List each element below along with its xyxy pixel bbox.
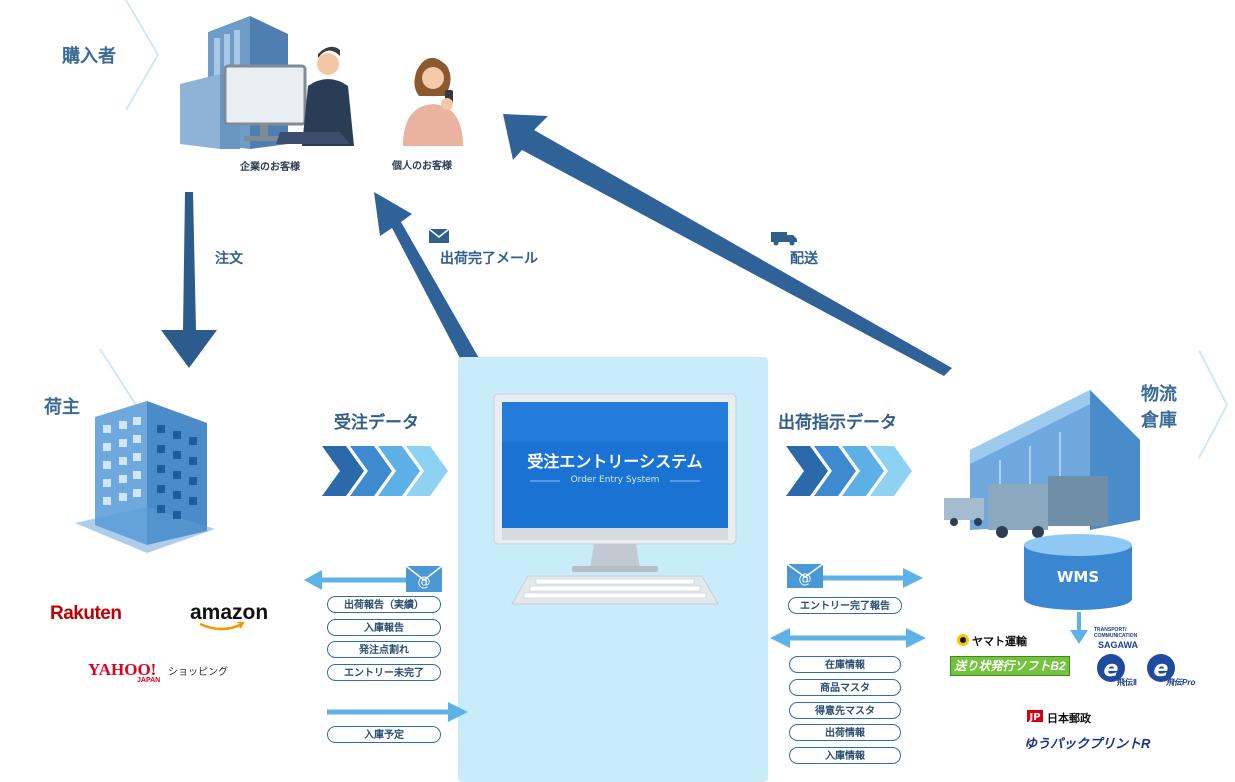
shipment-mail-label: 出荷完了メール [440, 251, 538, 267]
amazon-logo: amazon [190, 601, 269, 624]
order-label: 注文 [215, 251, 243, 267]
japanpost-mark-icon: JP [1027, 710, 1043, 723]
right-master-pill-2: 商品マスタ [789, 679, 901, 696]
left-report-arrow: @ [304, 565, 443, 592]
svg-text:e: e [1154, 657, 1169, 682]
mail-icon [428, 228, 450, 243]
amazon-smile-icon [199, 622, 245, 631]
shipper-title: 荷主 [44, 397, 80, 418]
wms-down-arrow [1070, 612, 1088, 644]
individual-customer-icon [403, 57, 463, 146]
truck-icon [771, 232, 797, 246]
delivery-label: 配送 [790, 251, 818, 267]
order-arrow [161, 192, 217, 368]
yupack-logo: ゆうパックプリントR [1024, 736, 1151, 751]
left-report-pill-1: 出荷報告（実績） [327, 596, 441, 613]
sagawa-top-text: TRANSPORT/ COMMUNICATION [1094, 627, 1138, 639]
warehouse-building-icon [944, 390, 1140, 538]
shipper-building-icon [75, 401, 215, 553]
order-data-chevrons [322, 446, 448, 496]
yahoo-shopping-text: ショッピング [168, 667, 228, 678]
left-incoming-arrow [327, 702, 468, 722]
shipping-instruction-label: 出荷指示データ [778, 413, 897, 433]
hidenpro-logo: 飛伝Pro [1166, 678, 1196, 687]
left-report-pill-4: エントリー未完了 [327, 664, 441, 681]
left-incoming-pill: 入庫予定 [327, 726, 441, 743]
yamato-logo: ヤマト運輸 [972, 636, 1027, 648]
yahoo-japan-text: JAPAN [137, 677, 161, 684]
sagawa-logo: SAGAWA [1098, 640, 1139, 650]
wms-database-icon [1024, 534, 1132, 610]
left-report-pill-3: 発注点割れ [327, 641, 441, 658]
shipper-slash [99, 348, 137, 406]
wms-label: WMS [1056, 568, 1100, 586]
right-master-pill-4: 出荷情報 [789, 724, 901, 741]
japanpost-logo: 日本郵政 [1047, 713, 1091, 725]
svg-text:@: @ [799, 572, 812, 587]
yamato-cat-icon [957, 634, 969, 646]
right-master-double-arrow [770, 628, 926, 648]
delivery-arrow [503, 114, 952, 376]
corporate-customer-icon [180, 16, 354, 149]
buyers-title: 購入者 [62, 46, 116, 67]
shipment-mail-arrow [374, 192, 480, 362]
hiden2-logo: 飛伝Ⅱ [1117, 678, 1137, 687]
right-report-arrow: @ [786, 563, 923, 588]
individual-customer-label: 個人のお客様 [392, 161, 452, 172]
svg-text:JP: JP [1028, 712, 1040, 723]
rakuten-logo: Rakuten [50, 603, 122, 624]
right-master-pill-1: 在庫情報 [789, 656, 901, 673]
warehouse-chevron [1198, 350, 1229, 459]
svg-text:@: @ [418, 575, 431, 590]
shipping-instruction-chevrons [786, 446, 912, 496]
yahoo-logo: YAHOO! [88, 660, 157, 679]
hiden-icons: e e [1097, 654, 1175, 682]
left-report-pill-2: 入庫報告 [327, 619, 441, 636]
warehouse-title-line1: 物流 [1141, 384, 1177, 405]
buyers-chevron [125, 0, 160, 110]
right-report-pill: エントリー完了報告 [788, 597, 902, 614]
corporate-customer-label: 企業のお客様 [240, 162, 300, 173]
warehouse-title-line2: 倉庫 [1141, 410, 1177, 431]
right-master-pill-5: 入庫情報 [789, 747, 901, 764]
system-computer-icon [493, 393, 737, 605]
system-subtitle: Order Entry System [570, 475, 660, 485]
system-title: 受注エントリーシステム [527, 452, 703, 471]
yamato-b2-logo: 送り状発行ソフトB2 [950, 656, 1070, 676]
right-master-pill-3: 得意先マスタ [789, 702, 901, 719]
svg-text:e: e [1104, 657, 1119, 682]
order-data-label: 受注データ [334, 413, 419, 433]
